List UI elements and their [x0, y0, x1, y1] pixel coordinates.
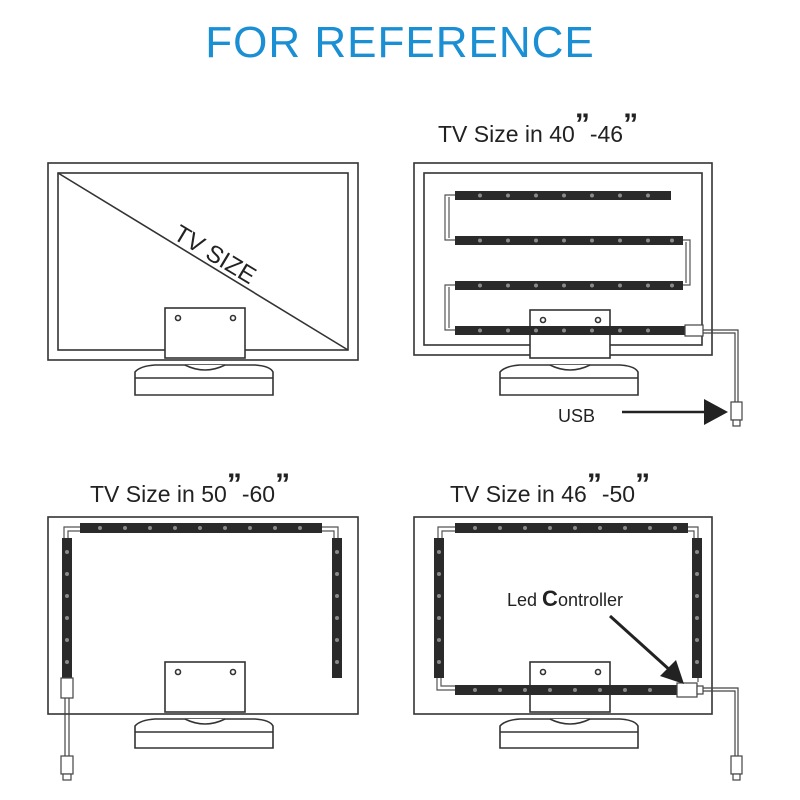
led-strip — [434, 523, 702, 695]
usb-label: USB — [558, 406, 595, 426]
panel-tv-size: TV SIZE — [47, 162, 359, 396]
caption-40-46: TV Size in 40”-46” — [438, 108, 638, 147]
led-dots — [437, 526, 699, 692]
led-controller-label: Led Controller — [507, 586, 623, 611]
led-controller — [676, 682, 704, 698]
tv-monitor — [47, 516, 359, 715]
tv-stand — [499, 661, 639, 749]
tv-stand — [134, 661, 274, 749]
strip-wiring — [444, 194, 691, 331]
tv-size-diagonal-label: TV SIZE — [169, 220, 261, 290]
caption-50-60: TV Size in 50”-60” — [90, 468, 290, 507]
led-strip — [62, 523, 342, 678]
panel-size-50-60: TV Size in 50”-60” — [47, 468, 359, 781]
led-dots — [65, 526, 339, 664]
strip-wiring — [436, 526, 699, 691]
page-title: FOR REFERENCE — [205, 18, 595, 67]
panel-size-40-46: TV Size in 40”-46” — [413, 108, 743, 427]
panel-size-46-50: TV Size in 46”-50” — [413, 468, 743, 781]
usb-cable — [703, 687, 743, 781]
tv-monitor — [413, 516, 713, 715]
usb-cable — [684, 324, 743, 427]
usb-cable — [60, 677, 74, 781]
tv-stand — [499, 309, 639, 396]
controller-arrow-icon — [608, 614, 684, 684]
usb-arrow-icon — [622, 399, 728, 425]
caption-46-50: TV Size in 46”-50” — [450, 468, 650, 507]
strip-wiring — [63, 526, 339, 540]
led-dots — [478, 193, 674, 333]
tv-stand — [134, 307, 274, 396]
